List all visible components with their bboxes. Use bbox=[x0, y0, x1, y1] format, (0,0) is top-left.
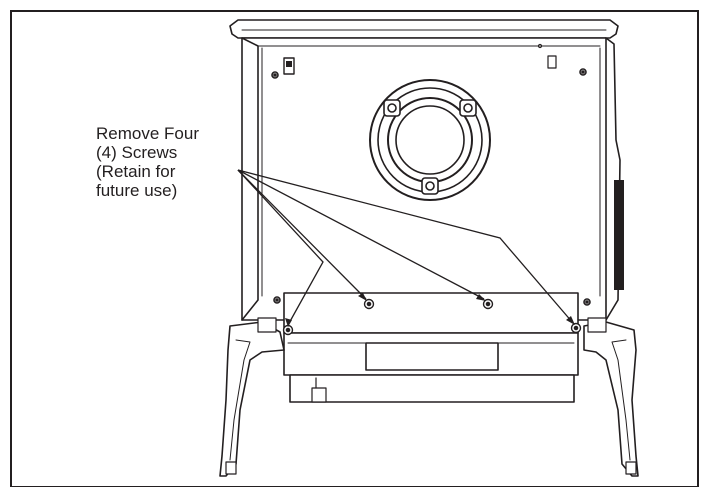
callout-line-3: (Retain for bbox=[96, 162, 176, 181]
callout-line-2: (4) Screws bbox=[96, 143, 178, 162]
drawer-handle bbox=[311, 387, 327, 403]
left-side-panel bbox=[241, 37, 259, 321]
leader-line-1 bbox=[237, 169, 324, 326]
callout-line-1: Remove Four bbox=[96, 124, 199, 143]
screw-3 bbox=[482, 298, 494, 310]
screw-1 bbox=[282, 324, 294, 336]
callout-line-4: future use) bbox=[96, 181, 178, 200]
right-side-panel bbox=[605, 37, 621, 321]
flue-collar bbox=[369, 79, 491, 201]
body-bolts bbox=[271, 68, 591, 306]
figure-frame bbox=[10, 10, 699, 487]
screw-2 bbox=[363, 298, 375, 310]
right-leg bbox=[583, 321, 639, 477]
callout-remove-screws: Remove Four (4) Screws (Retain for futur… bbox=[96, 124, 256, 200]
drawer bbox=[289, 374, 575, 403]
screw-4 bbox=[570, 322, 582, 334]
screws bbox=[282, 298, 582, 336]
leader-line-3 bbox=[237, 169, 485, 300]
left-leg bbox=[219, 321, 285, 477]
top-cap bbox=[229, 19, 619, 39]
sensor bbox=[547, 55, 557, 69]
leader-line-4 bbox=[237, 169, 574, 324]
cover-plate bbox=[283, 292, 579, 334]
center-box bbox=[365, 342, 499, 371]
arrowheads bbox=[285, 293, 575, 327]
leader-lines bbox=[237, 169, 574, 326]
leader-line-2 bbox=[237, 169, 367, 300]
side-vent bbox=[614, 180, 624, 290]
